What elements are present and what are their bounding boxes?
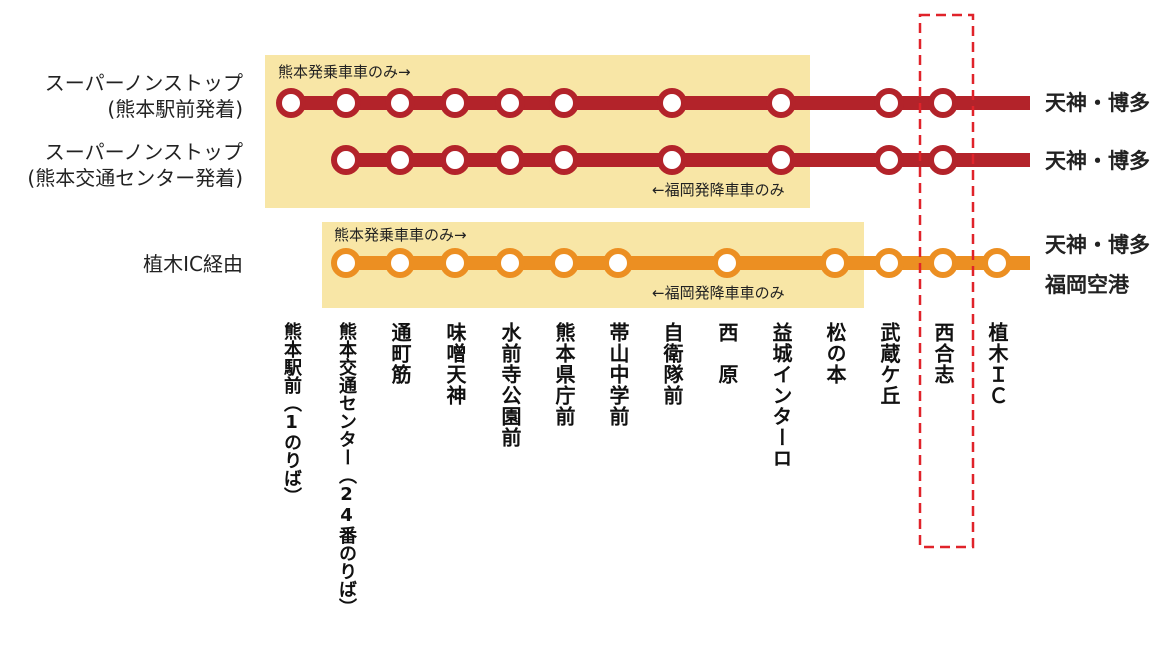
stop-circle	[874, 248, 904, 278]
route-1-stops	[276, 88, 958, 118]
stop-name-ueki-ic: 植木ＩＣ	[985, 322, 1009, 406]
zone-note-boarding-only: 熊本発乗車車のみ→	[334, 226, 467, 244]
zone-box-super-nonstop	[265, 55, 810, 208]
route-label-line2: (熊本駅前発着)	[107, 97, 243, 121]
stop-name-torichosuji: 通町筋	[388, 322, 412, 385]
route-label-line2: (熊本交通センター発着)	[27, 166, 243, 190]
stop-name-matsunomoto: 松の本	[823, 322, 847, 385]
stop-circle	[874, 88, 904, 118]
stop-circle	[766, 145, 796, 175]
stop-name-kotsu-center: 熊本交通センター（24番のりば）	[336, 322, 357, 616]
stop-circle	[331, 88, 361, 118]
zone-note-alighting-only: ←福岡発降車車のみ	[652, 181, 785, 199]
stop-name-mashiki-ic: 益城インターロ	[769, 322, 793, 469]
route-2-stops	[331, 145, 958, 175]
stop-name-kumamoto-station: 熊本駅前（1のりば）	[281, 322, 302, 505]
stop-circle	[440, 248, 470, 278]
stop-name-nishihara: 西 原	[715, 322, 739, 385]
route-3-stops	[331, 248, 1012, 278]
stop-circle	[440, 145, 470, 175]
stop-circle	[495, 248, 525, 278]
route-label-kotsu-center: スーパーノンストップ (熊本交通センター発着)	[0, 139, 243, 191]
destination-route-1: 天神・博多	[1045, 91, 1150, 115]
stop-circle	[385, 248, 415, 278]
zone-note-alighting-only: ←福岡発降車車のみ	[652, 284, 785, 302]
stop-circle	[549, 88, 579, 118]
route-label-line1: スーパーノンストップ	[44, 71, 243, 95]
route-label-ueki-ic: 植木IC経由	[0, 251, 243, 277]
stop-circle	[385, 145, 415, 175]
stop-circle	[276, 88, 306, 118]
stop-circle	[928, 88, 958, 118]
stop-circle	[657, 145, 687, 175]
stop-circle	[549, 248, 579, 278]
stop-circle	[874, 145, 904, 175]
route-label-kumamoto-station: スーパーノンストップ (熊本駅前発着)	[0, 70, 243, 122]
stop-name-misotenjin: 味噌天神	[443, 322, 467, 406]
stop-circle	[331, 145, 361, 175]
route-label-line1: 植木IC経由	[143, 252, 243, 276]
stop-name-jieitai: 自衛隊前	[660, 322, 684, 406]
stop-circle	[766, 88, 796, 118]
stop-circle	[603, 248, 633, 278]
route-label-line1: スーパーノンストップ	[44, 140, 243, 164]
stop-circle	[820, 248, 850, 278]
stop-circle	[440, 88, 470, 118]
stop-circle	[495, 145, 525, 175]
zone-note-boarding-only: 熊本発乗車車のみ→	[278, 63, 411, 81]
stop-name-suizenji-koen: 水前寺公園前	[498, 322, 522, 448]
stop-circle	[385, 88, 415, 118]
stop-circle	[331, 248, 361, 278]
destination-route-2: 天神・博多	[1045, 149, 1150, 173]
stop-circle	[712, 248, 742, 278]
stop-circle	[928, 248, 958, 278]
stop-circle	[982, 248, 1012, 278]
destination-route-3-line1: 天神・博多	[1045, 233, 1150, 257]
stop-circle	[657, 88, 687, 118]
stop-name-musashigaoka: 武蔵ケ丘	[877, 322, 901, 406]
stop-circle	[495, 88, 525, 118]
stop-name-kencho: 熊本県庁前	[552, 322, 576, 427]
stop-name-obiyama: 帯山中学前	[606, 322, 630, 427]
destination-route-3-line2: 福岡空港	[1045, 273, 1129, 297]
stop-circle	[549, 145, 579, 175]
stop-circle	[928, 145, 958, 175]
highlight-box-nishigoshi	[918, 13, 975, 549]
stop-name-nishigoshi: 西合志	[931, 322, 955, 385]
